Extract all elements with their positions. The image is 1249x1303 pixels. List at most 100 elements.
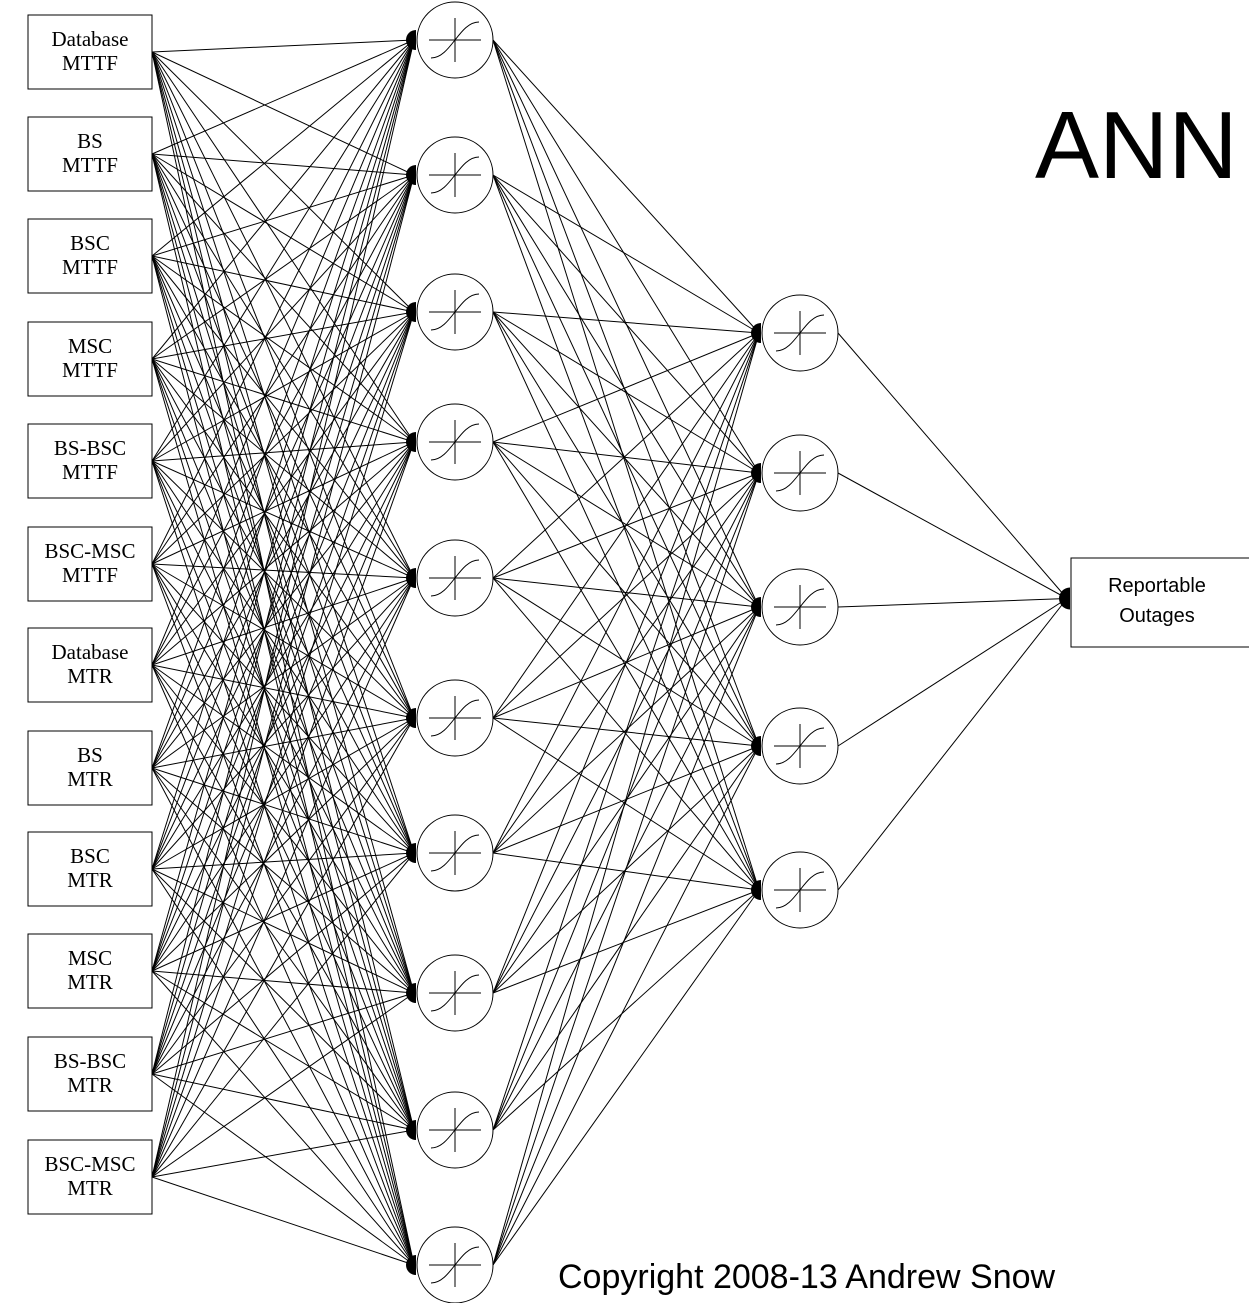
sigmoid-icon (429, 18, 481, 62)
input-label-line1: MSC (68, 334, 112, 358)
connection-input-2-h1-0 (151, 39, 415, 257)
connection-input-6-h1-7 (151, 664, 415, 994)
hidden1-neuron (406, 273, 494, 351)
connection-input-3-h1-2 (151, 311, 415, 360)
connection-input-3-h1-0 (151, 39, 415, 360)
connection-input-1-h1-5 (151, 153, 415, 719)
sigmoid-icon (429, 696, 481, 740)
connection-input-6-h1-2 (151, 311, 415, 666)
input-box (27, 627, 153, 703)
connection-h1-4-h2-0 (492, 332, 760, 579)
connection-input-7-h1-2 (151, 311, 415, 769)
connection-h1-0-h2-4 (492, 39, 760, 891)
connection-input-9-h1-6 (151, 852, 415, 972)
input-label-line1: Database (52, 27, 129, 51)
connection-input-10-h1-4 (151, 577, 415, 1075)
connection-h1-8-h2-1 (492, 472, 760, 1131)
connection-input-10-h1-7 (151, 992, 415, 1075)
input-connector-icon (406, 302, 416, 322)
connection-input-6-h1-1 (151, 174, 415, 666)
connection-input-5-h1-9 (151, 563, 415, 1266)
connection-input-0-h1-0 (151, 39, 415, 53)
input-box (27, 218, 153, 294)
sigmoid-icon (429, 1108, 481, 1152)
connection-input-0-h1-3 (151, 51, 415, 443)
hidden1-neuron (406, 1226, 494, 1303)
sigmoid-icon (774, 311, 826, 355)
connection-input-2-h1-1 (151, 174, 415, 257)
connection-input-5-h1-6 (151, 563, 415, 854)
connection-input-4-h1-6 (151, 460, 415, 854)
connection-h1-1-h2-0 (492, 174, 760, 334)
connection-h1-9-h2-2 (492, 606, 760, 1266)
connection-input-0-h1-1 (151, 51, 415, 176)
hidden2-neuron (751, 707, 839, 785)
connection-h1-7-h2-4 (492, 889, 760, 994)
connection-input-3-h1-9 (151, 358, 415, 1266)
input-label-line2: MTR (67, 664, 113, 688)
connection-input-8-h1-9 (151, 868, 415, 1266)
connection-h1-7-h2-0 (492, 332, 760, 994)
connection-input-7-h1-9 (151, 767, 415, 1266)
connection-input-4-h1-8 (151, 460, 415, 1131)
connection-input-9-h1-7 (151, 970, 415, 994)
connection-input-8-h1-4 (151, 577, 415, 870)
input-label-line1: BS-BSC (54, 1049, 126, 1073)
input-box (27, 831, 153, 907)
connection-input-7-h1-1 (151, 174, 415, 769)
connection-input-9-h1-3 (151, 441, 415, 972)
input-label-line2: MTR (67, 1073, 113, 1097)
connection-h1-1-h2-1 (492, 174, 760, 474)
input-label-line2: MTTF (62, 358, 118, 382)
input-label-line1: BSC-MSC (44, 539, 135, 563)
sigmoid-icon (774, 451, 826, 495)
connection-h1-1-h2-2 (492, 174, 760, 608)
connection-input-11-h1-1 (151, 174, 415, 1178)
connection-h1-2-h2-1 (492, 311, 760, 474)
output-label-line1: Reportable (1108, 575, 1206, 597)
input-label-line1: BS-BSC (54, 436, 126, 460)
connection-input-11-h1-2 (151, 311, 415, 1178)
connection-input-5-h1-3 (151, 441, 415, 565)
connection-input-5-h1-2 (151, 311, 415, 565)
connection-input-7-h1-4 (151, 577, 415, 769)
connection-input-9-h1-9 (151, 970, 415, 1266)
hidden1-neuron (406, 136, 494, 214)
connection-input-2-h1-2 (151, 255, 415, 313)
input-connector-icon (406, 1255, 416, 1275)
connection-h2-1-output (837, 472, 1068, 599)
input-label-line2: MTTF (62, 51, 118, 75)
output-label-line2: Outages (1119, 605, 1195, 627)
connection-input-6-h1-8 (151, 664, 415, 1131)
connection-input-4-h1-7 (151, 460, 415, 994)
connection-input-7-h1-0 (151, 39, 415, 769)
connection-h2-0-output (837, 332, 1068, 599)
connection-input-1-h1-3 (151, 153, 415, 443)
connection-h1-0-h2-1 (492, 39, 760, 474)
input-label-line1: BS (77, 743, 103, 767)
connection-h1-0-h2-0 (492, 39, 760, 334)
connection-input-0-h1-2 (151, 51, 415, 313)
connection-input-5-h1-8 (151, 563, 415, 1131)
connection-input-8-h1-2 (151, 311, 415, 870)
input-label-line2: MTR (67, 868, 113, 892)
connection-input-9-h1-4 (151, 577, 415, 972)
input-layer: DatabaseMTTFBSMTTFBSCMTTFMSCMTTFBS-BSCMT… (27, 14, 153, 1215)
hidden-layer-2 (751, 294, 839, 929)
hidden2-neuron (751, 568, 839, 646)
connection-h1-8-h2-4 (492, 889, 760, 1131)
hidden2-neuron (751, 434, 839, 512)
sigmoid-icon (774, 724, 826, 768)
sigmoid-icon (429, 153, 481, 197)
connection-h2-4-output (837, 598, 1068, 891)
hidden1-neuron (406, 1091, 494, 1169)
input-connector-icon (406, 708, 416, 728)
